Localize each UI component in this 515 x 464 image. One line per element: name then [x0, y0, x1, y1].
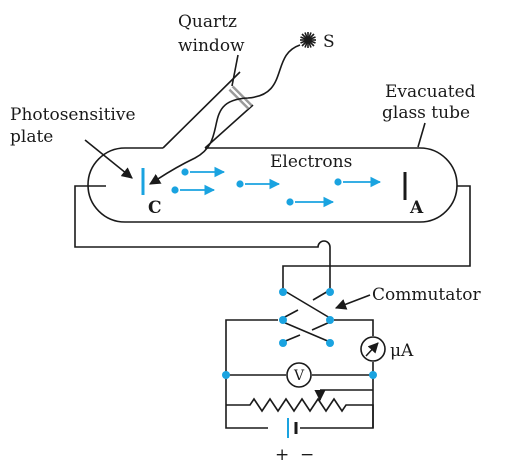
- microammeter-label: μA: [390, 341, 414, 361]
- cathode-label: C: [148, 198, 162, 218]
- photosensitive-pointer: [84, 139, 133, 179]
- commutator: [279, 288, 334, 347]
- junction-dot: [222, 371, 230, 379]
- electron-dot: [286, 198, 294, 206]
- battery: [287, 418, 298, 438]
- wire-cathode: [74, 185, 331, 290]
- battery-minus: −: [300, 445, 314, 464]
- commutator-terminal: [279, 339, 287, 347]
- wire-left-loop: [225, 319, 278, 429]
- battery-plus: +: [275, 445, 289, 464]
- rheostat: [226, 397, 374, 428]
- glass-tube: [87, 71, 458, 223]
- commutator-label: Commutator: [372, 285, 481, 305]
- photosensitive-label-2: plate: [10, 127, 53, 147]
- quartz-window: [228, 85, 253, 110]
- light-ray: [149, 44, 301, 185]
- quartz-label-1: Quartz: [178, 12, 237, 32]
- electron-flow: [171, 166, 382, 208]
- evacuated-pointer: [417, 122, 426, 148]
- commutator-pointer: [334, 294, 371, 310]
- commutator-terminal: [326, 339, 334, 347]
- commutator-terminal: [279, 288, 287, 296]
- junction-dot: [369, 371, 377, 379]
- wire-anode: [282, 185, 471, 290]
- voltmeter: V: [286, 362, 312, 388]
- electron-dot: [236, 180, 244, 188]
- voltmeter-label: V: [293, 368, 305, 384]
- microammeter: [360, 336, 386, 362]
- arrow-icon: [365, 342, 379, 357]
- commutator-terminal: [326, 316, 334, 324]
- evacuated-label-1: Evacuated: [385, 82, 476, 102]
- source-label: S: [323, 32, 335, 52]
- electrons-label: Electrons: [270, 152, 352, 172]
- sunburst-icon: [300, 32, 316, 48]
- electron-dot: [171, 186, 179, 194]
- electron-dot: [334, 178, 342, 186]
- quartz-label-2: window: [178, 36, 245, 56]
- electron-dot: [181, 168, 189, 176]
- evacuated-label-2: glass tube: [382, 103, 470, 123]
- commutator-terminal: [326, 288, 334, 296]
- commutator-terminal: [279, 316, 287, 324]
- anode-label: A: [409, 198, 424, 218]
- photosensitive-label-1: Photosensitive: [10, 105, 136, 125]
- quartz-pointer: [231, 54, 239, 87]
